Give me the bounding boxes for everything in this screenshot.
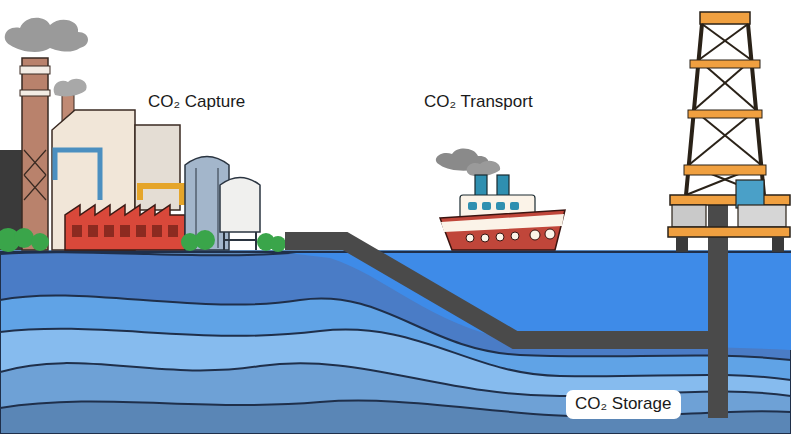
factory xyxy=(0,18,286,252)
node-text: CO₂ Storage xyxy=(575,394,672,414)
ground-layer xyxy=(0,363,791,434)
stage-label: CO₂ Transport xyxy=(424,92,533,112)
ground-layer xyxy=(0,295,791,434)
stage-label: CO₂ Capture xyxy=(148,92,245,112)
drilling-rig xyxy=(668,12,790,252)
ship xyxy=(436,148,565,250)
co2-pipeline xyxy=(285,241,718,340)
surface-line xyxy=(0,251,791,253)
storage-tag: CO₂ Storage xyxy=(566,390,681,419)
